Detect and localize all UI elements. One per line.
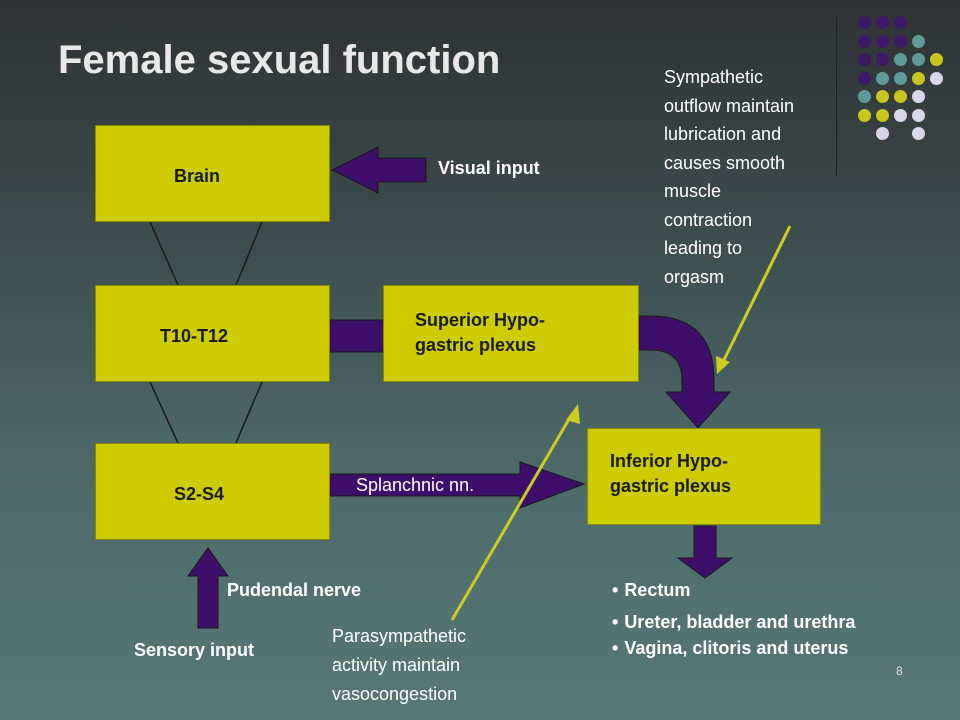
slide-title: Female sexual function bbox=[58, 38, 501, 82]
decorative-dot bbox=[930, 71, 943, 85]
decorative-dot bbox=[912, 127, 925, 140]
decorative-dot bbox=[912, 90, 925, 103]
list-item: Ureter, bladder and urethra bbox=[612, 608, 855, 637]
decorative-dot bbox=[912, 34, 925, 48]
inferior-line-1: Inferior Hypo- bbox=[610, 451, 729, 471]
sympathetic-line: Sympathetic bbox=[664, 67, 764, 87]
sympathetic-line: lubrication and bbox=[664, 124, 782, 144]
parasympathetic-line: activity maintain bbox=[332, 655, 461, 675]
pudendal-nerve-label: Pudendal nerve bbox=[227, 580, 362, 600]
sympathetic-pointer-head bbox=[716, 356, 730, 374]
sympathetic-line: orgasm bbox=[664, 266, 725, 287]
t10-t12-box: T10-T12 bbox=[95, 285, 330, 382]
sympathetic-note: Sympathetic outflow maintain lubrication… bbox=[664, 63, 794, 291]
decorative-dot bbox=[912, 53, 925, 66]
decorative-dot bbox=[876, 34, 889, 48]
superior-hypogastric-label: Superior Hypo- gastric plexus bbox=[415, 308, 545, 358]
t10-s2-right-line bbox=[235, 381, 263, 444]
inferior-line-2: gastric plexus bbox=[610, 476, 732, 496]
t10-t12-label: T10-T12 bbox=[160, 326, 229, 346]
decorative-dot-grid bbox=[850, 14, 950, 154]
visual-input-label: Visual input bbox=[438, 158, 540, 178]
parasympathetic-note: Parasympathetic activity maintain vasoco… bbox=[332, 622, 466, 709]
sympathetic-line: leading to bbox=[664, 238, 743, 258]
sympathetic-line: contraction bbox=[664, 209, 753, 230]
decorative-dot bbox=[894, 71, 907, 85]
decorative-dot bbox=[876, 53, 889, 66]
page-number: 8 bbox=[896, 664, 903, 678]
decorative-dot bbox=[858, 71, 871, 85]
brain-t10-right-line bbox=[235, 221, 263, 286]
sensory-input-label: Sensory input bbox=[134, 640, 255, 660]
decorative-dot bbox=[876, 108, 889, 122]
visual-input-arrow bbox=[330, 146, 427, 194]
splanchnic-label: Splanchnic nn. bbox=[356, 475, 475, 495]
decorative-dot bbox=[876, 90, 889, 103]
list-item: Vagina, clitoris and uterus bbox=[612, 634, 855, 663]
superior-to-inferior-arrow bbox=[638, 315, 732, 429]
t10-superior-connector bbox=[329, 319, 384, 353]
decorative-dot bbox=[876, 127, 889, 140]
decorative-dot bbox=[876, 16, 889, 29]
splanchnic-arrow bbox=[329, 461, 586, 509]
t10-s2-left-line bbox=[149, 381, 179, 444]
decorative-dot bbox=[894, 16, 907, 29]
decorative-dot bbox=[858, 53, 871, 66]
decorative-dot bbox=[876, 71, 889, 85]
sympathetic-line: outflow maintain bbox=[664, 95, 795, 116]
brain-box: Brain bbox=[95, 125, 330, 222]
target-organs-list: Rectum Ureter, bladder and urethra Vagin… bbox=[612, 576, 855, 663]
list-item: Rectum bbox=[612, 576, 855, 605]
decorative-dot bbox=[894, 53, 907, 66]
inferior-hypogastric-label: Inferior Hypo- gastric plexus bbox=[610, 449, 731, 499]
sympathetic-pointer-line bbox=[720, 225, 792, 365]
decorative-dot bbox=[912, 71, 925, 85]
parasympathetic-pointer-head bbox=[566, 404, 580, 424]
decorative-dot bbox=[930, 53, 943, 66]
inferior-down-arrow bbox=[676, 525, 734, 579]
brain-label: Brain bbox=[174, 166, 221, 186]
decorative-dot bbox=[894, 90, 907, 103]
sensory-input-arrow bbox=[187, 547, 229, 629]
decorative-dot bbox=[894, 108, 907, 122]
s2-s4-box: S2-S4 bbox=[95, 443, 330, 540]
decorative-dot bbox=[858, 90, 871, 103]
superior-line-2: gastric plexus bbox=[415, 335, 537, 355]
sympathetic-line: muscle bbox=[664, 181, 722, 201]
inferior-hypogastric-box: Inferior Hypo- gastric plexus bbox=[587, 428, 821, 525]
superior-line-1: Superior Hypo- bbox=[415, 310, 546, 330]
decorative-dot bbox=[894, 34, 907, 48]
decorative-dot bbox=[858, 16, 871, 29]
s2-s4-label: S2-S4 bbox=[174, 484, 225, 504]
parasympathetic-line: vasocongestion bbox=[332, 684, 458, 704]
superior-hypogastric-box: Superior Hypo- gastric plexus bbox=[383, 285, 639, 382]
parasympathetic-pointer-line bbox=[450, 413, 574, 621]
decorative-dot bbox=[858, 108, 871, 122]
brain-t10-left-line bbox=[149, 221, 179, 286]
sympathetic-line: causes smooth bbox=[664, 152, 786, 173]
decorative-dot bbox=[912, 108, 925, 122]
decorative-dot bbox=[858, 34, 871, 48]
parasympathetic-line: Parasympathetic bbox=[332, 626, 467, 646]
decorative-vertical-rule bbox=[836, 16, 837, 176]
